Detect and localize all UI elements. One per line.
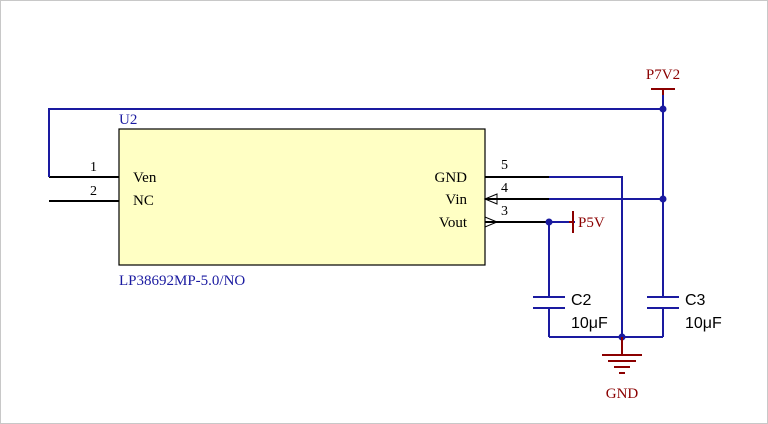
pin-vin-label: Vin (445, 192, 467, 208)
ic-refdes: U2 (119, 112, 137, 128)
pin-ven-label: Ven (133, 170, 157, 186)
c3-value: 10μF (685, 315, 722, 332)
pin-1-number: 1 (90, 160, 97, 175)
pin-nc-label: NC (133, 193, 154, 209)
ic-body (118, 128, 486, 266)
pin-5-number: 5 (501, 158, 508, 173)
p7v2-label: P7V2 (646, 67, 680, 83)
ic-part-number: LP38692MP-5.0/NO (119, 273, 245, 289)
pin-4-number: 4 (501, 181, 508, 196)
vin-input-arrow (483, 193, 498, 205)
pin-3-number: 3 (501, 204, 508, 219)
c3-refdes: C3 (685, 292, 706, 309)
ven-enable-wire (48, 108, 663, 177)
junction-dot (659, 195, 667, 203)
pin-vout-label: Vout (439, 215, 468, 231)
gnd-pin-wire (549, 176, 623, 337)
junction-dot (545, 218, 553, 226)
c2-value: 10μF (571, 315, 608, 332)
gnd-label: GND (606, 386, 639, 402)
junction-dot (659, 105, 667, 113)
pin-2-number: 2 (90, 184, 97, 199)
vout-output-arrow (484, 216, 499, 228)
pin-gnd-label: GND (435, 170, 468, 186)
c2-refdes: C2 (571, 292, 592, 309)
p5v-label: P5V (578, 215, 605, 231)
